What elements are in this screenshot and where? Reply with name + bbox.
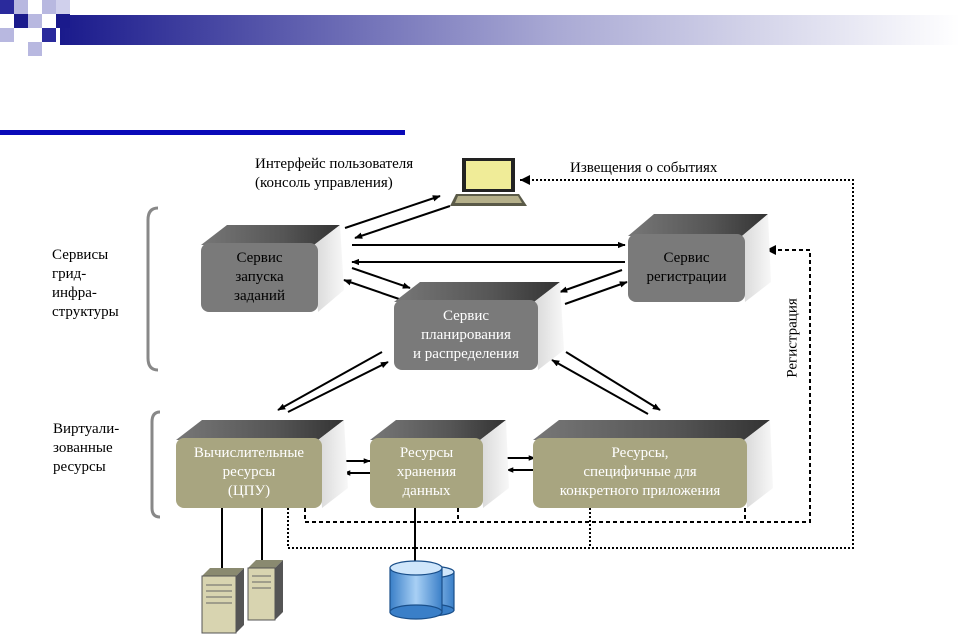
grid-services-line: инфра- xyxy=(52,285,97,301)
box-line: конкретного приложения xyxy=(559,483,721,499)
title-underline xyxy=(0,130,405,135)
grid-services-bracket xyxy=(146,206,159,372)
header-banner xyxy=(0,0,960,56)
user-interface-label: Интерфейс пользователя (консоль управлен… xyxy=(255,155,413,193)
box-line: Сервис xyxy=(236,250,283,266)
user-interface-line1: Интерфейс пользователя xyxy=(255,156,414,172)
box-line: ресурсы xyxy=(222,464,276,480)
event-notifications-label: Извещения о событиях xyxy=(570,160,718,176)
launch-service-text: Сервис запуска заданий xyxy=(201,249,318,306)
box-line: Вычислительные xyxy=(193,445,305,461)
box-line: хранения xyxy=(396,464,457,480)
compute-resources-text: Вычислительные ресурсы (ЦПУ) xyxy=(176,444,322,501)
box-line: Сервис xyxy=(442,308,490,324)
launch-service-box xyxy=(201,225,344,312)
registry-service-text: Сервис регистрации xyxy=(628,249,745,287)
scheduling-service-text: Сервис планирования и распределения xyxy=(394,307,538,364)
grid-services-line: грид- xyxy=(52,266,87,282)
specific-resources-box xyxy=(533,420,773,508)
database-icon xyxy=(389,560,455,620)
box-line: Сервис xyxy=(663,250,710,266)
interaction-arrows xyxy=(277,195,661,476)
box-line: Ресурсы, xyxy=(611,445,669,461)
virtual-resources-bracket xyxy=(150,410,161,519)
user-interface-line2: (консоль управления) xyxy=(255,175,393,191)
box-line: (ЦПУ) xyxy=(227,483,271,499)
grid-services-label: Сервисы грид- инфра- структуры xyxy=(52,246,119,322)
grid-services-line: Сервисы xyxy=(52,247,109,263)
registry-service-box xyxy=(628,214,771,302)
box-line: специфичные для xyxy=(583,464,697,480)
box-line: Ресурсы xyxy=(399,445,454,461)
virtual-resources-line: ресурсы xyxy=(53,459,106,475)
storage-resources-box xyxy=(370,420,509,508)
box-line: планирования xyxy=(421,327,511,343)
box-line: запуска xyxy=(235,269,284,285)
box-line: регистрации xyxy=(646,269,727,285)
virtual-resources-label: Виртуали- зованные ресурсы xyxy=(53,420,119,477)
box-line: заданий xyxy=(234,288,285,304)
server-icon xyxy=(201,560,283,634)
laptop-icon xyxy=(450,158,527,206)
registration-line xyxy=(304,249,811,523)
storage-resources-text: Ресурсы хранения данных xyxy=(370,444,483,501)
virtual-resources-line: Виртуали- xyxy=(53,421,120,437)
grid-services-line: структуры xyxy=(52,304,119,320)
virtual-resources-line: зованные xyxy=(53,440,113,456)
scheduling-service-box xyxy=(394,282,564,370)
box-line: данных xyxy=(402,483,451,499)
compute-resources-box xyxy=(176,420,348,508)
specific-resources-text: Ресурсы, специфичные для конкретного при… xyxy=(533,444,747,501)
registration-label: Регистрация xyxy=(784,298,801,378)
box-line: и распределения xyxy=(413,346,519,362)
